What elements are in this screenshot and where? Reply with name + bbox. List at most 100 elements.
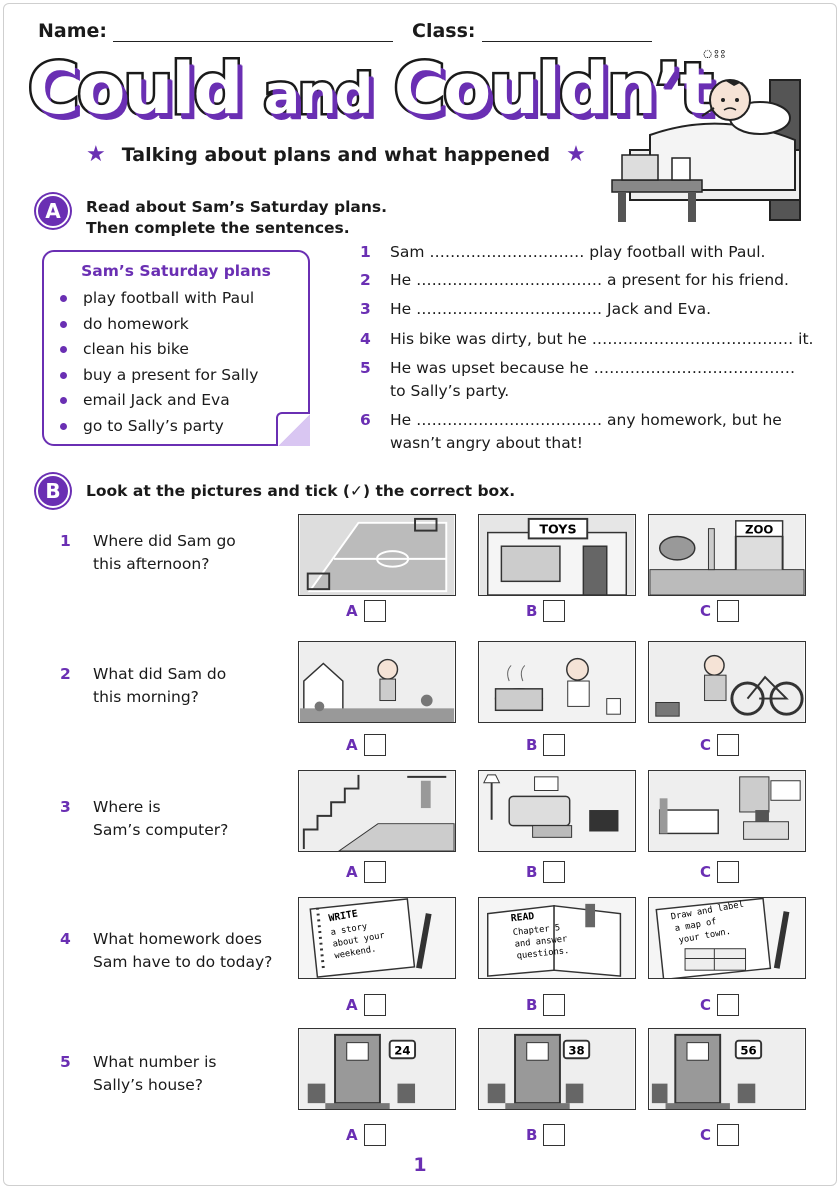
option-letter: C: [700, 736, 712, 754]
option-letter: C: [700, 1126, 712, 1144]
bullet-icon: [60, 320, 67, 328]
plans-list: play football with Paul do homework clea…: [60, 286, 292, 439]
option-letter: B: [526, 996, 538, 1014]
sentence-text[interactable]: Sam ………………………… play football with Paul.: [390, 243, 766, 261]
q4-option-a[interactable]: A: [346, 994, 386, 1016]
tick-box[interactable]: [717, 994, 740, 1016]
bullet-icon: [60, 397, 67, 405]
class-label: Class:: [412, 20, 476, 42]
svg-text:ঃঃ: ঃঃ: [702, 47, 726, 61]
sentence-6[interactable]: 6 He ……………………………… any homework, but he w…: [360, 409, 782, 455]
sentence-5[interactable]: 5 He was upset because he ………………………………… …: [360, 357, 795, 403]
list-item: play football with Paul: [60, 286, 292, 312]
plan-text: email Jack and Eva: [83, 391, 230, 409]
sentence-text[interactable]: His bike was dirty, but he ……………………………………: [390, 330, 814, 348]
sentence-text: wasn’t angry about that!: [390, 434, 583, 452]
option-letter: B: [526, 1126, 538, 1144]
q2-option-b[interactable]: B: [526, 734, 566, 756]
option-letter: C: [700, 602, 712, 620]
name-label: Name:: [38, 20, 108, 42]
tick-box[interactable]: [363, 600, 386, 622]
sentence-1[interactable]: 1 Sam ………………………… play football with Paul…: [360, 241, 765, 264]
sentence-text[interactable]: He was upset because he …………………………………: [390, 359, 796, 377]
sentence-2[interactable]: 2 He ……………………………… a present for his frie…: [360, 269, 789, 292]
fixing-bike-picture: [648, 641, 806, 723]
q1-option-a[interactable]: A: [346, 600, 386, 622]
sentence-text[interactable]: He ……………………………… any homework, but he: [390, 411, 782, 429]
title-word-2: and: [261, 61, 376, 129]
instruction-line: Read about Sam’s Saturday plans.: [86, 198, 388, 216]
list-item: clean his bike: [60, 337, 292, 363]
q5-option-a[interactable]: A: [346, 1124, 386, 1146]
q3-option-b[interactable]: B: [526, 861, 566, 883]
sentence-3[interactable]: 3 He ……………………………… Jack and Eva.: [360, 298, 711, 321]
tick-box[interactable]: [543, 600, 566, 622]
class-field[interactable]: Class:: [412, 20, 652, 42]
list-item: email Jack and Eva: [60, 388, 292, 414]
door-38-picture: 38: [478, 1028, 636, 1110]
tick-box[interactable]: [543, 994, 566, 1016]
list-item: buy a present for Sally: [60, 363, 292, 389]
door-56-picture: 56: [648, 1028, 806, 1110]
q2-option-c[interactable]: C: [700, 734, 740, 756]
tick-box[interactable]: [717, 861, 740, 883]
sentence-4[interactable]: 4 His bike was dirty, but he ………………………………: [360, 328, 814, 351]
section-a-instruction: Read about Sam’s Saturday plans. Then co…: [86, 197, 387, 239]
bullet-icon: [60, 346, 67, 354]
sentence-number: 1: [360, 243, 371, 261]
subtitle-text: Talking about plans and what happened: [121, 143, 551, 166]
door-24-picture: 24: [298, 1028, 456, 1110]
sentence-text[interactable]: He ……………………………… Jack and Eva.: [390, 300, 712, 318]
q5-option-c[interactable]: C: [700, 1124, 740, 1146]
tick-box[interactable]: [363, 861, 386, 883]
tick-box[interactable]: [717, 1124, 740, 1146]
question-number: 1: [60, 532, 71, 550]
q1-option-c[interactable]: C: [700, 600, 740, 622]
sentence-text[interactable]: He ……………………………… a present for his friend…: [390, 271, 789, 289]
section-b-badge: B: [36, 474, 70, 508]
tick-box[interactable]: [543, 734, 566, 756]
q3-option-a[interactable]: A: [346, 861, 386, 883]
toy-shop-picture: TOYS: [478, 514, 636, 596]
page-curl-icon: [276, 412, 310, 446]
plan-text: go to Sally’s party: [83, 416, 224, 435]
tick-box[interactable]: [363, 734, 386, 756]
bullet-icon: [60, 371, 67, 379]
football-pitch-picture: [298, 514, 456, 596]
q4-option-c[interactable]: C: [700, 994, 740, 1016]
q5-option-b[interactable]: B: [526, 1124, 566, 1146]
sentence-number: 5: [360, 359, 371, 377]
tick-box[interactable]: [717, 734, 740, 756]
option-letter: A: [346, 736, 358, 754]
tick-box[interactable]: [717, 600, 740, 622]
plan-text: do homework: [83, 314, 189, 333]
hallway-picture: [298, 770, 456, 852]
q2-option-a[interactable]: A: [346, 734, 386, 756]
tick-box[interactable]: [363, 994, 386, 1016]
question-text: Sam have to do today?: [93, 953, 273, 971]
tick-box[interactable]: [543, 861, 566, 883]
option-letter: C: [700, 863, 712, 881]
saturday-plans-note: Sam’s Saturday plans play football with …: [42, 250, 310, 446]
title-word-1: Could: [25, 46, 245, 133]
notebook-picture: WRITE a story about your weekend.: [298, 897, 456, 979]
bullet-icon: [60, 295, 67, 303]
house-number: 24: [394, 1043, 410, 1057]
option-letter: B: [526, 602, 538, 620]
name-blank[interactable]: [113, 24, 394, 42]
q3-option-c[interactable]: C: [700, 861, 740, 883]
question-number: 3: [60, 798, 71, 816]
question-text: this morning?: [93, 688, 199, 706]
name-field[interactable]: Name:: [38, 20, 394, 42]
option-letter: A: [346, 996, 358, 1014]
tick-box[interactable]: [363, 1124, 386, 1146]
living-room-picture: [478, 770, 636, 852]
page-border: [3, 3, 837, 1186]
tick-box[interactable]: [543, 1124, 566, 1146]
class-blank[interactable]: [481, 24, 652, 42]
q4-option-b[interactable]: B: [526, 994, 566, 1016]
q1-option-b[interactable]: B: [526, 600, 566, 622]
